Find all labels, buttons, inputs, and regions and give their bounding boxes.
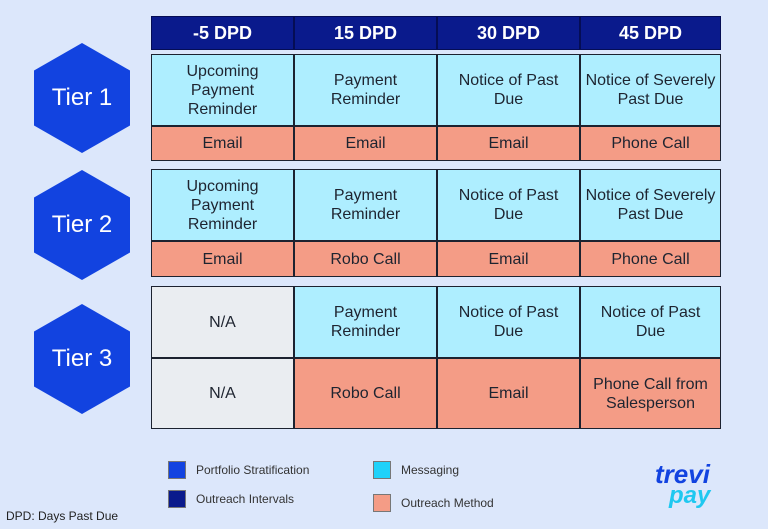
- tier-1-method-cell: Phone Call: [580, 126, 721, 161]
- tier-2-hexagon: Tier 2: [34, 170, 130, 280]
- tier-2-message-cell: Upcoming Payment Reminder: [151, 169, 294, 241]
- legend-portfolio-stratification: Portfolio Stratification: [168, 461, 309, 479]
- tier-2-method-cell: Phone Call: [580, 241, 721, 277]
- tier-3-message-cell: Notice of Past Due: [437, 286, 580, 358]
- legend-swatch: [373, 494, 391, 512]
- tier-2-message-cell: Notice of Severely Past Due: [580, 169, 721, 241]
- tier-1-method-cell: Email: [294, 126, 437, 161]
- header-45-dpd: 45 DPD: [580, 16, 721, 50]
- legend-outreach-intervals: Outreach Intervals: [168, 490, 294, 508]
- tier-3-method-cell: Phone Call from Salesperson: [580, 358, 721, 429]
- legend-outreach-method: Outreach Method: [373, 494, 494, 512]
- header-minus-5-dpd: -5 DPD: [151, 16, 294, 50]
- tier-2-method-cell: Robo Call: [294, 241, 437, 277]
- tier-2-message-cell: Notice of Past Due: [437, 169, 580, 241]
- legend-swatch: [373, 461, 391, 479]
- legend-label: Messaging: [401, 463, 460, 477]
- tier-3-message-cell: Payment Reminder: [294, 286, 437, 358]
- header-15-dpd: 15 DPD: [294, 16, 437, 50]
- legend-label: Portfolio Stratification: [196, 463, 310, 477]
- tier-3-method-cell: Email: [437, 358, 580, 429]
- tier-1-message-cell: Upcoming Payment Reminder: [151, 54, 294, 126]
- legend-label: Outreach Intervals: [196, 492, 295, 506]
- tier-1-method-cell: Email: [437, 126, 580, 161]
- logo-line-1: trevi: [655, 459, 710, 489]
- header-30-dpd: 30 DPD: [437, 16, 580, 50]
- tier-1-message-cell: Notice of Past Due: [437, 54, 580, 126]
- legend-label: Outreach Method: [401, 496, 494, 510]
- tier-1-message-cell: Notice of Severely Past Due: [580, 54, 721, 126]
- logo-line-2: pay: [669, 482, 711, 509]
- tier-2-method-cell: Email: [437, 241, 580, 277]
- footnote: DPD: Days Past Due: [6, 509, 119, 523]
- tier-1-message-cell: Payment Reminder: [294, 54, 437, 126]
- tier-1-hexagon: Tier 1: [34, 43, 130, 153]
- legend-swatch: [168, 461, 186, 479]
- tier-3-method-cell: Robo Call: [294, 358, 437, 429]
- tier-3-method-cell: N/A: [151, 358, 294, 429]
- tier-1-method-cell: Email: [151, 126, 294, 161]
- tier-3-message-cell: Notice of Past Due: [580, 286, 721, 358]
- tier-2-message-cell: Payment Reminder: [294, 169, 437, 241]
- trevipay-logo: trevi pay: [655, 459, 719, 509]
- legend-messaging: Messaging: [373, 461, 459, 479]
- tier-3-message-cell: N/A: [151, 286, 294, 358]
- tier-3-hexagon: Tier 3: [34, 304, 130, 414]
- tier-2-method-cell: Email: [151, 241, 294, 277]
- legend-swatch: [168, 490, 186, 508]
